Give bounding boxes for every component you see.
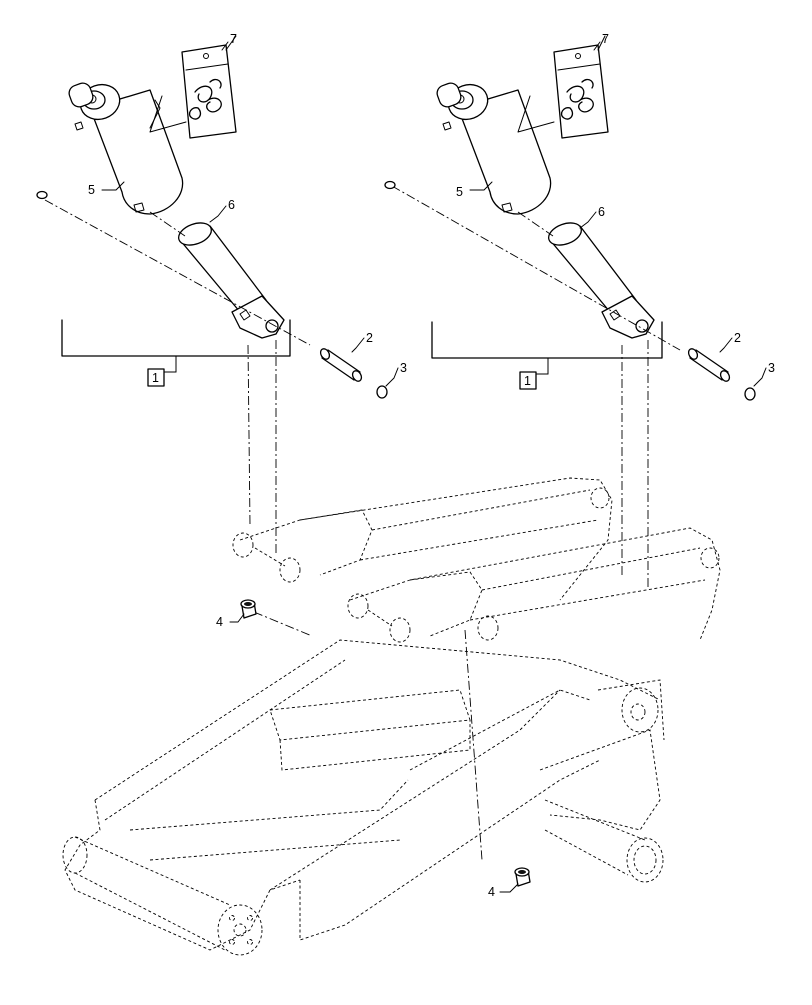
callout-7-right: 7	[602, 32, 609, 46]
callout-leaders	[101, 41, 767, 893]
assembly-box-left[interactable]	[147, 368, 165, 387]
snap-ring-left[interactable]	[376, 385, 388, 399]
seal-kit-bag-right[interactable]	[553, 44, 609, 139]
cylinder-assembly-right	[384, 35, 756, 590]
callout-2-right: 2	[734, 331, 741, 345]
cylinder-assembly-left	[36, 35, 388, 555]
cylinder-rod-right[interactable]	[546, 219, 655, 339]
callout-5-left: 5	[88, 183, 95, 197]
callout-4-upper: 4	[216, 615, 223, 629]
pin-left[interactable]	[319, 347, 363, 383]
callout-6-left: 6	[228, 198, 235, 212]
snap-ring-right[interactable]	[744, 387, 756, 401]
callout-7-left: 7	[230, 32, 237, 46]
assembly-box-right[interactable]	[519, 371, 537, 390]
callout-2-left: 2	[366, 331, 373, 345]
bushing-lower[interactable]	[514, 867, 531, 887]
callout-3-left: 3	[400, 361, 407, 375]
pin-right[interactable]	[687, 347, 731, 383]
callout-3-right: 3	[768, 361, 775, 375]
cylinder-barrel-left[interactable]	[67, 79, 184, 215]
seal-kit-bag-left[interactable]	[181, 44, 237, 139]
callout-labels: 7 7 5 5 6 6 2 2 3 3 1 1 4 4	[88, 32, 775, 899]
callout-6-right: 6	[598, 205, 605, 219]
cylinder-barrel-right[interactable]	[435, 79, 552, 215]
boom-frame	[62, 477, 721, 956]
callout-5-right: 5	[456, 185, 463, 199]
cylinder-rod-left[interactable]	[176, 219, 285, 339]
callout-1-left: 1	[152, 371, 159, 385]
bushing-upper[interactable]	[240, 599, 257, 619]
callout-4-lower: 4	[488, 885, 495, 899]
callout-1-right: 1	[524, 374, 531, 388]
retaining-clip-right[interactable]	[384, 180, 396, 190]
retaining-clip-left[interactable]	[36, 190, 48, 200]
